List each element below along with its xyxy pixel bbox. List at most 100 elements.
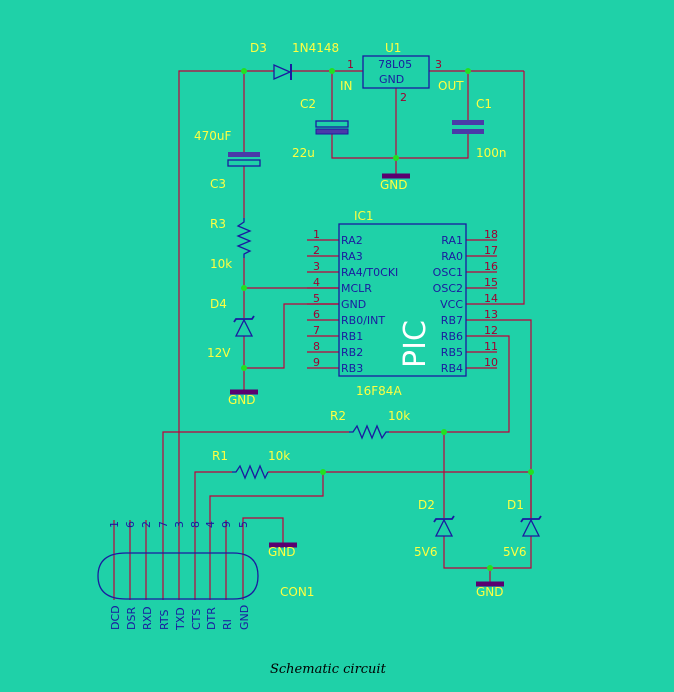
ic-pin-num: 17 [484, 244, 498, 257]
caption: Schematic circuit [270, 662, 387, 677]
ic-pin-num: 11 [484, 340, 498, 353]
u1-pin-in-num: 1 [347, 58, 354, 71]
gnd-zener-label: GND [476, 585, 504, 599]
con1-pin-name: DTR [205, 607, 218, 630]
r1-ref: R1 [212, 449, 228, 463]
ic-pin-num: 4 [313, 276, 320, 289]
con1-pin-num: 2 [140, 521, 153, 528]
wire-r2-left-rts [162, 431, 349, 520]
con1-pin-names: DCD DSR RXD RTS TXD CTS DTR RI GND [109, 605, 251, 631]
ic-left-stubs [307, 239, 339, 369]
ic-right-stubs [466, 239, 497, 369]
gnd-left-label: GND [228, 393, 256, 407]
d1-value: 5V6 [503, 545, 526, 559]
ic1-logo: PIC [398, 320, 433, 368]
d2-ref: D2 [418, 498, 435, 512]
d4-value: 12V [207, 346, 231, 360]
c1-value: 100n [476, 146, 507, 160]
c2-ref: C2 [300, 97, 316, 111]
con1-pin-name: DCD [109, 605, 122, 630]
con1-pin-name: TXD [174, 607, 187, 631]
con1-pin-num: 9 [220, 521, 233, 528]
d4-ref: D4 [210, 297, 227, 311]
ic-pin-name: RB0/INT [341, 314, 385, 327]
ic-pin-name: RB4 [441, 362, 463, 375]
ic-pin-name: RB6 [441, 330, 463, 343]
junction-dot [487, 565, 493, 571]
junction-dots [241, 68, 534, 571]
ic-pin-num: 9 [313, 356, 320, 369]
wire-vcc [497, 71, 525, 305]
ic-pin-name: GND [341, 298, 366, 311]
con1-pin-num: 6 [124, 521, 137, 528]
c1-capacitor [452, 120, 484, 134]
ic-pin-name: RB5 [441, 346, 463, 359]
c1-ref: C1 [476, 97, 492, 111]
ic-pin-name: RB7 [441, 314, 463, 327]
gnd-db9-label: GND [268, 545, 296, 559]
ic-pin-num: 15 [484, 276, 498, 289]
wire-caps-gnd [331, 134, 469, 159]
r2-value: 10k [388, 409, 410, 423]
ic-pin-num: 3 [313, 260, 320, 273]
ic-pin-name: RA3 [341, 250, 363, 263]
ic1-part: 16F84A [356, 384, 402, 398]
d1-zener [520, 515, 542, 537]
u1-value: 78L05 [378, 58, 412, 71]
ic-pin-num: 12 [484, 324, 498, 337]
ic1-right-pins: 18 RA1 17 RA0 16 OSC1 15 OSC2 14 VCC 13 … [433, 228, 498, 375]
ic-pin-num: 10 [484, 356, 498, 369]
r3-value: 10k [210, 257, 232, 271]
ic-pin-name: RA2 [341, 234, 363, 247]
r1-resistor [232, 464, 269, 480]
con1-body [97, 552, 259, 600]
ic-pin-name: RB1 [341, 330, 363, 343]
con1-ref: CON1 [280, 585, 314, 599]
ic-pin-name: OSC2 [433, 282, 463, 295]
junction-dot [393, 155, 399, 161]
junction-dot [465, 68, 471, 74]
con1-pin-num: 3 [173, 521, 186, 528]
c3-ref: C3 [210, 177, 226, 191]
junction-dot [241, 68, 247, 74]
con1-pin-num: 5 [237, 521, 250, 528]
ic-pin-num: 5 [313, 292, 320, 305]
r3-resistor [236, 218, 252, 258]
d4-zener [233, 315, 255, 337]
d1-ref: D1 [507, 498, 524, 512]
con1-pin-num: 7 [157, 521, 170, 528]
ic-pin-num: 8 [313, 340, 320, 353]
wire-dtr [209, 472, 324, 520]
junction-dot [320, 469, 326, 475]
ic-pin-name: VCC [440, 298, 463, 311]
ic-pin-name: MCLR [341, 282, 372, 295]
ic-pin-num: 1 [313, 228, 320, 241]
ic-pin-num: 6 [313, 308, 320, 321]
ic-pin-name: RB2 [341, 346, 363, 359]
d3-diode [273, 64, 292, 80]
junction-dot [441, 429, 447, 435]
con1-pin-name: DSR [125, 607, 138, 630]
gnd-u1-label: GND [380, 178, 408, 192]
u1-pin-gnd-num: 2 [400, 91, 407, 104]
con1-pin-num: 8 [189, 521, 202, 528]
ic-pin-name: RA1 [441, 234, 463, 247]
c3-capacitor [227, 152, 261, 167]
r2-ref: R2 [330, 409, 346, 423]
con1-pin-num: 4 [204, 521, 217, 528]
con1-pin-name: CTS [190, 609, 203, 630]
con1-pin-numbers: 1 6 2 7 3 8 4 9 5 [108, 521, 250, 528]
con1-pin-name: RTS [158, 609, 171, 630]
ic1-body [338, 223, 467, 377]
u1-gnd-pin-name: GND [379, 73, 404, 86]
wires [113, 70, 532, 600]
junction-dot [241, 365, 247, 371]
ic-pin-name: OSC1 [433, 266, 463, 279]
d2-value: 5V6 [414, 545, 437, 559]
con1-pin-name: GND [238, 605, 251, 630]
wire-db9-gnd [242, 517, 284, 543]
u1-body [362, 55, 430, 89]
con1-pin-num: 1 [108, 521, 121, 528]
